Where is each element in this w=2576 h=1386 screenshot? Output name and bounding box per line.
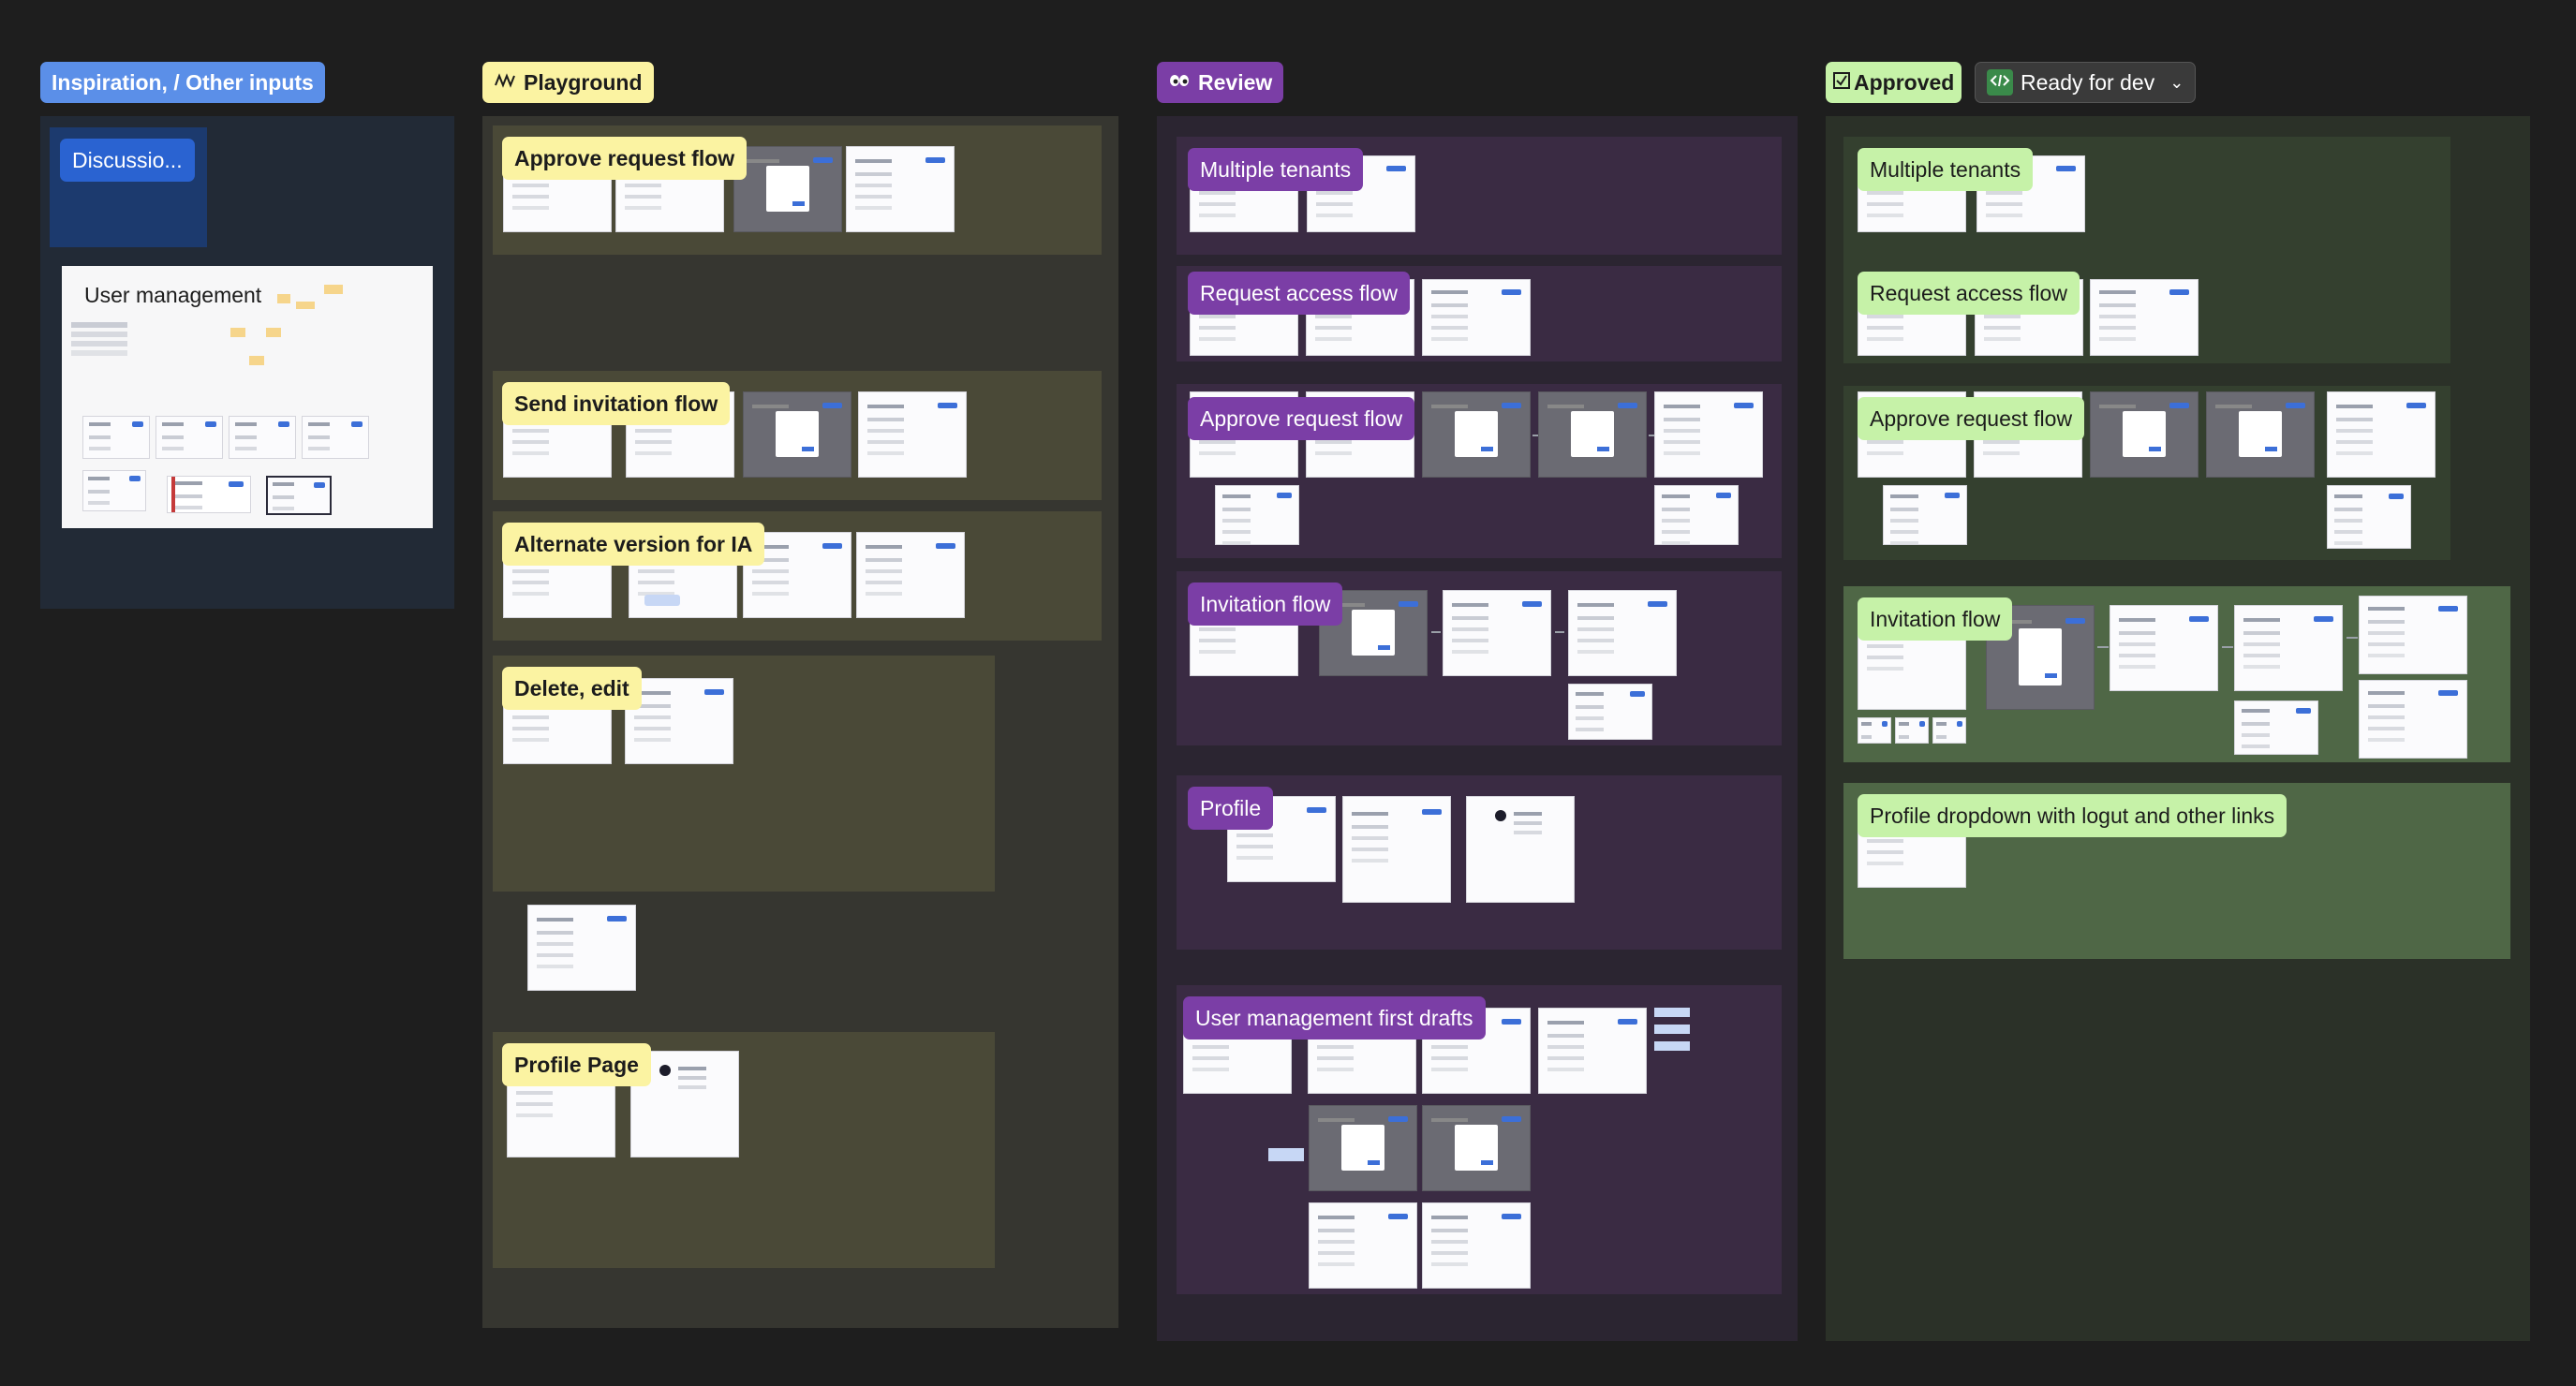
screen-frame[interactable]	[846, 146, 955, 232]
screen-frame[interactable]	[1568, 684, 1652, 740]
screen-frame[interactable]	[2234, 700, 2318, 755]
screen-frame-modal[interactable]	[2206, 391, 2315, 478]
screen-frame-modal[interactable]	[1422, 391, 1531, 478]
screen-frame[interactable]	[2234, 605, 2343, 691]
screen-frame[interactable]	[1309, 1202, 1417, 1289]
approved-dropdown-label[interactable]: Profile dropdown with logut and other li…	[1858, 794, 2287, 837]
discussion-label[interactable]: Discussio...	[60, 139, 195, 182]
notes-text	[71, 322, 127, 328]
screen-frame[interactable]	[2359, 596, 2467, 674]
chevron-down-icon: ⌄	[2169, 73, 2184, 92]
thumb-frame-red[interactable]	[167, 476, 251, 513]
flow-arrow	[1431, 631, 1441, 633]
playground-approve-label[interactable]: Approve request flow	[502, 137, 748, 180]
screen-frame[interactable]	[1568, 590, 1677, 676]
thumb-frame[interactable]	[229, 416, 296, 459]
thumb-frame[interactable]	[82, 470, 146, 511]
review-approve-label[interactable]: Approve request flow	[1188, 397, 1415, 440]
approved-title: Approved	[1854, 70, 1955, 95]
screen-frame[interactable]	[1654, 485, 1739, 545]
review-profile-label[interactable]: Profile	[1188, 787, 1274, 830]
screen-frame[interactable]	[858, 391, 967, 478]
thumb-frame[interactable]	[266, 476, 332, 515]
flow-arrow	[2347, 637, 2358, 639]
approved-invitation-label[interactable]: Invitation flow	[1858, 597, 2013, 641]
code-icon	[1987, 69, 2013, 96]
approved-approve-label[interactable]: Approve request flow	[1858, 397, 2085, 440]
screen-frame-profile[interactable]	[1466, 796, 1575, 903]
flow-node	[296, 302, 315, 309]
review-title-tag[interactable]: Review	[1157, 62, 1284, 103]
approved-request-label[interactable]: Request access flow	[1858, 272, 2080, 315]
screen-frame[interactable]	[1422, 279, 1531, 356]
playground-alternate-label[interactable]: Alternate version for IA	[502, 523, 765, 566]
flow-arrow	[1532, 435, 1538, 436]
mini-frame[interactable]	[1895, 717, 1929, 744]
note-chips	[1654, 1008, 1690, 1017]
approved-tenants-label[interactable]: Multiple tenants	[1858, 148, 2034, 191]
screen-frame[interactable]	[2110, 605, 2218, 691]
screen-frame-modal[interactable]	[1309, 1105, 1417, 1191]
screen-frame[interactable]	[1215, 485, 1299, 545]
screen-frame[interactable]	[856, 532, 965, 618]
flow-node	[324, 285, 343, 294]
flow-node	[266, 328, 281, 337]
screen-frame-modal[interactable]	[1422, 1105, 1531, 1191]
screen-frame[interactable]	[1422, 1202, 1531, 1289]
screen-frame-modal[interactable]	[1538, 391, 1647, 478]
note-chip	[1268, 1148, 1304, 1161]
user-management-title: User management	[84, 283, 262, 307]
pencil-scribble-icon	[494, 72, 516, 93]
playground-title-tag[interactable]: Playground	[482, 62, 654, 103]
screen-frame-modal[interactable]	[2090, 391, 2198, 478]
flow-node	[249, 356, 264, 365]
approved-title-tag[interactable]: Approved	[1826, 62, 1962, 103]
flow-arrow	[1555, 631, 1564, 633]
flow-node	[277, 294, 290, 303]
screen-frame[interactable]	[2327, 391, 2435, 478]
review-request-label[interactable]: Request access flow	[1188, 272, 1410, 315]
playground-delete-label[interactable]: Delete, edit	[502, 667, 642, 710]
screen-frame[interactable]	[1654, 391, 1763, 478]
thumb-frame[interactable]	[302, 416, 369, 459]
screen-frame[interactable]	[2090, 279, 2198, 356]
screen-frame[interactable]	[2327, 485, 2411, 549]
thumb-frame[interactable]	[155, 416, 223, 459]
inspiration-title: Inspiration, / Other inputs	[52, 70, 314, 95]
flow-arrow	[1649, 435, 1654, 436]
playground-title: Playground	[524, 70, 643, 95]
screen-frame[interactable]	[1538, 1008, 1647, 1094]
screen-frame[interactable]	[1443, 590, 1551, 676]
review-title: Review	[1198, 70, 1273, 95]
review-drafts-label[interactable]: User management first drafts	[1183, 996, 1486, 1040]
checkbox-icon	[1833, 72, 1850, 93]
screen-frame-modal[interactable]	[733, 146, 842, 232]
screen-frame-loose[interactable]	[527, 905, 636, 991]
screen-frame[interactable]	[1883, 485, 1967, 545]
mini-frame[interactable]	[1932, 717, 1966, 744]
flow-node	[230, 328, 245, 337]
screen-frame-modal[interactable]	[1319, 590, 1428, 676]
screen-frame-modal[interactable]	[743, 391, 851, 478]
screen-frame[interactable]	[1342, 796, 1451, 903]
user-management-board[interactable]: User management	[62, 266, 433, 528]
mini-frame[interactable]	[1858, 717, 1891, 744]
review-invitation-label[interactable]: Invitation flow	[1188, 582, 1343, 626]
review-tenants-label[interactable]: Multiple tenants	[1188, 148, 1364, 191]
flow-arrow	[2097, 646, 2109, 648]
playground-send-label[interactable]: Send invitation flow	[502, 382, 731, 425]
eyes-icon	[1168, 72, 1191, 93]
ready-for-dev-dropdown[interactable]: Ready for dev ⌄	[1975, 62, 2197, 103]
inspiration-title-tag[interactable]: Inspiration, / Other inputs	[40, 62, 325, 103]
screen-frame[interactable]	[625, 678, 733, 764]
screen-frame[interactable]	[2359, 680, 2467, 759]
flow-arrow	[2222, 646, 2233, 648]
thumb-frame[interactable]	[82, 416, 150, 459]
ready-for-dev-label: Ready for dev	[2021, 70, 2155, 95]
playground-profile-label[interactable]: Profile Page	[502, 1043, 651, 1086]
